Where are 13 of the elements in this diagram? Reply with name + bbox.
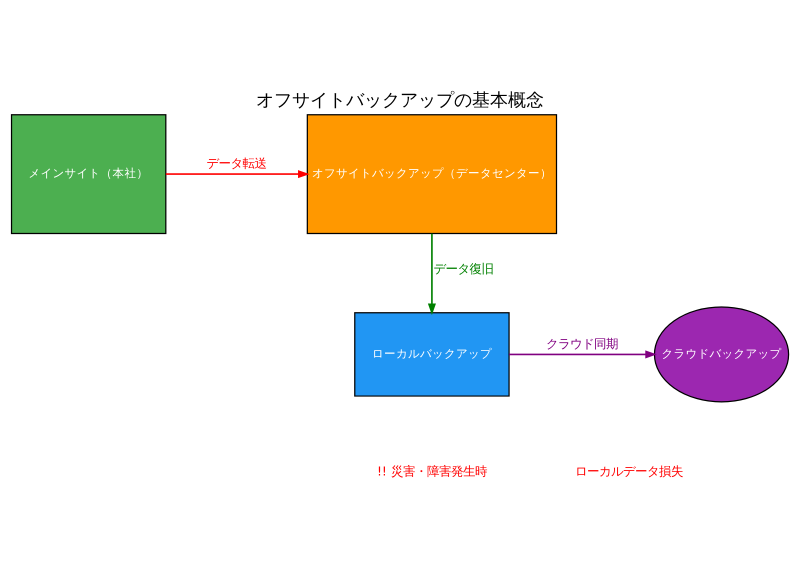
diagram-title: オフサイトバックアップの基本概念 (256, 90, 544, 111)
edge-label: クラウド同期 (546, 336, 618, 350)
arrow (428, 233, 436, 315)
arrow (509, 350, 657, 358)
node-box: オフサイトバックアップ（データセンター） (306, 114, 558, 234)
label: ローカルデータ損失 (575, 464, 684, 478)
arrow (166, 170, 310, 178)
node-box: ローカルバックアップ (354, 312, 510, 396)
node-box: メインサイト（本社） (10, 114, 166, 234)
edge-label: データ復旧 (433, 262, 494, 276)
label: !! 災害・障害発生時 (376, 464, 487, 478)
node-ellipse: クラウドバックアップ (654, 306, 790, 402)
edge-label: データ転送 (206, 156, 267, 170)
